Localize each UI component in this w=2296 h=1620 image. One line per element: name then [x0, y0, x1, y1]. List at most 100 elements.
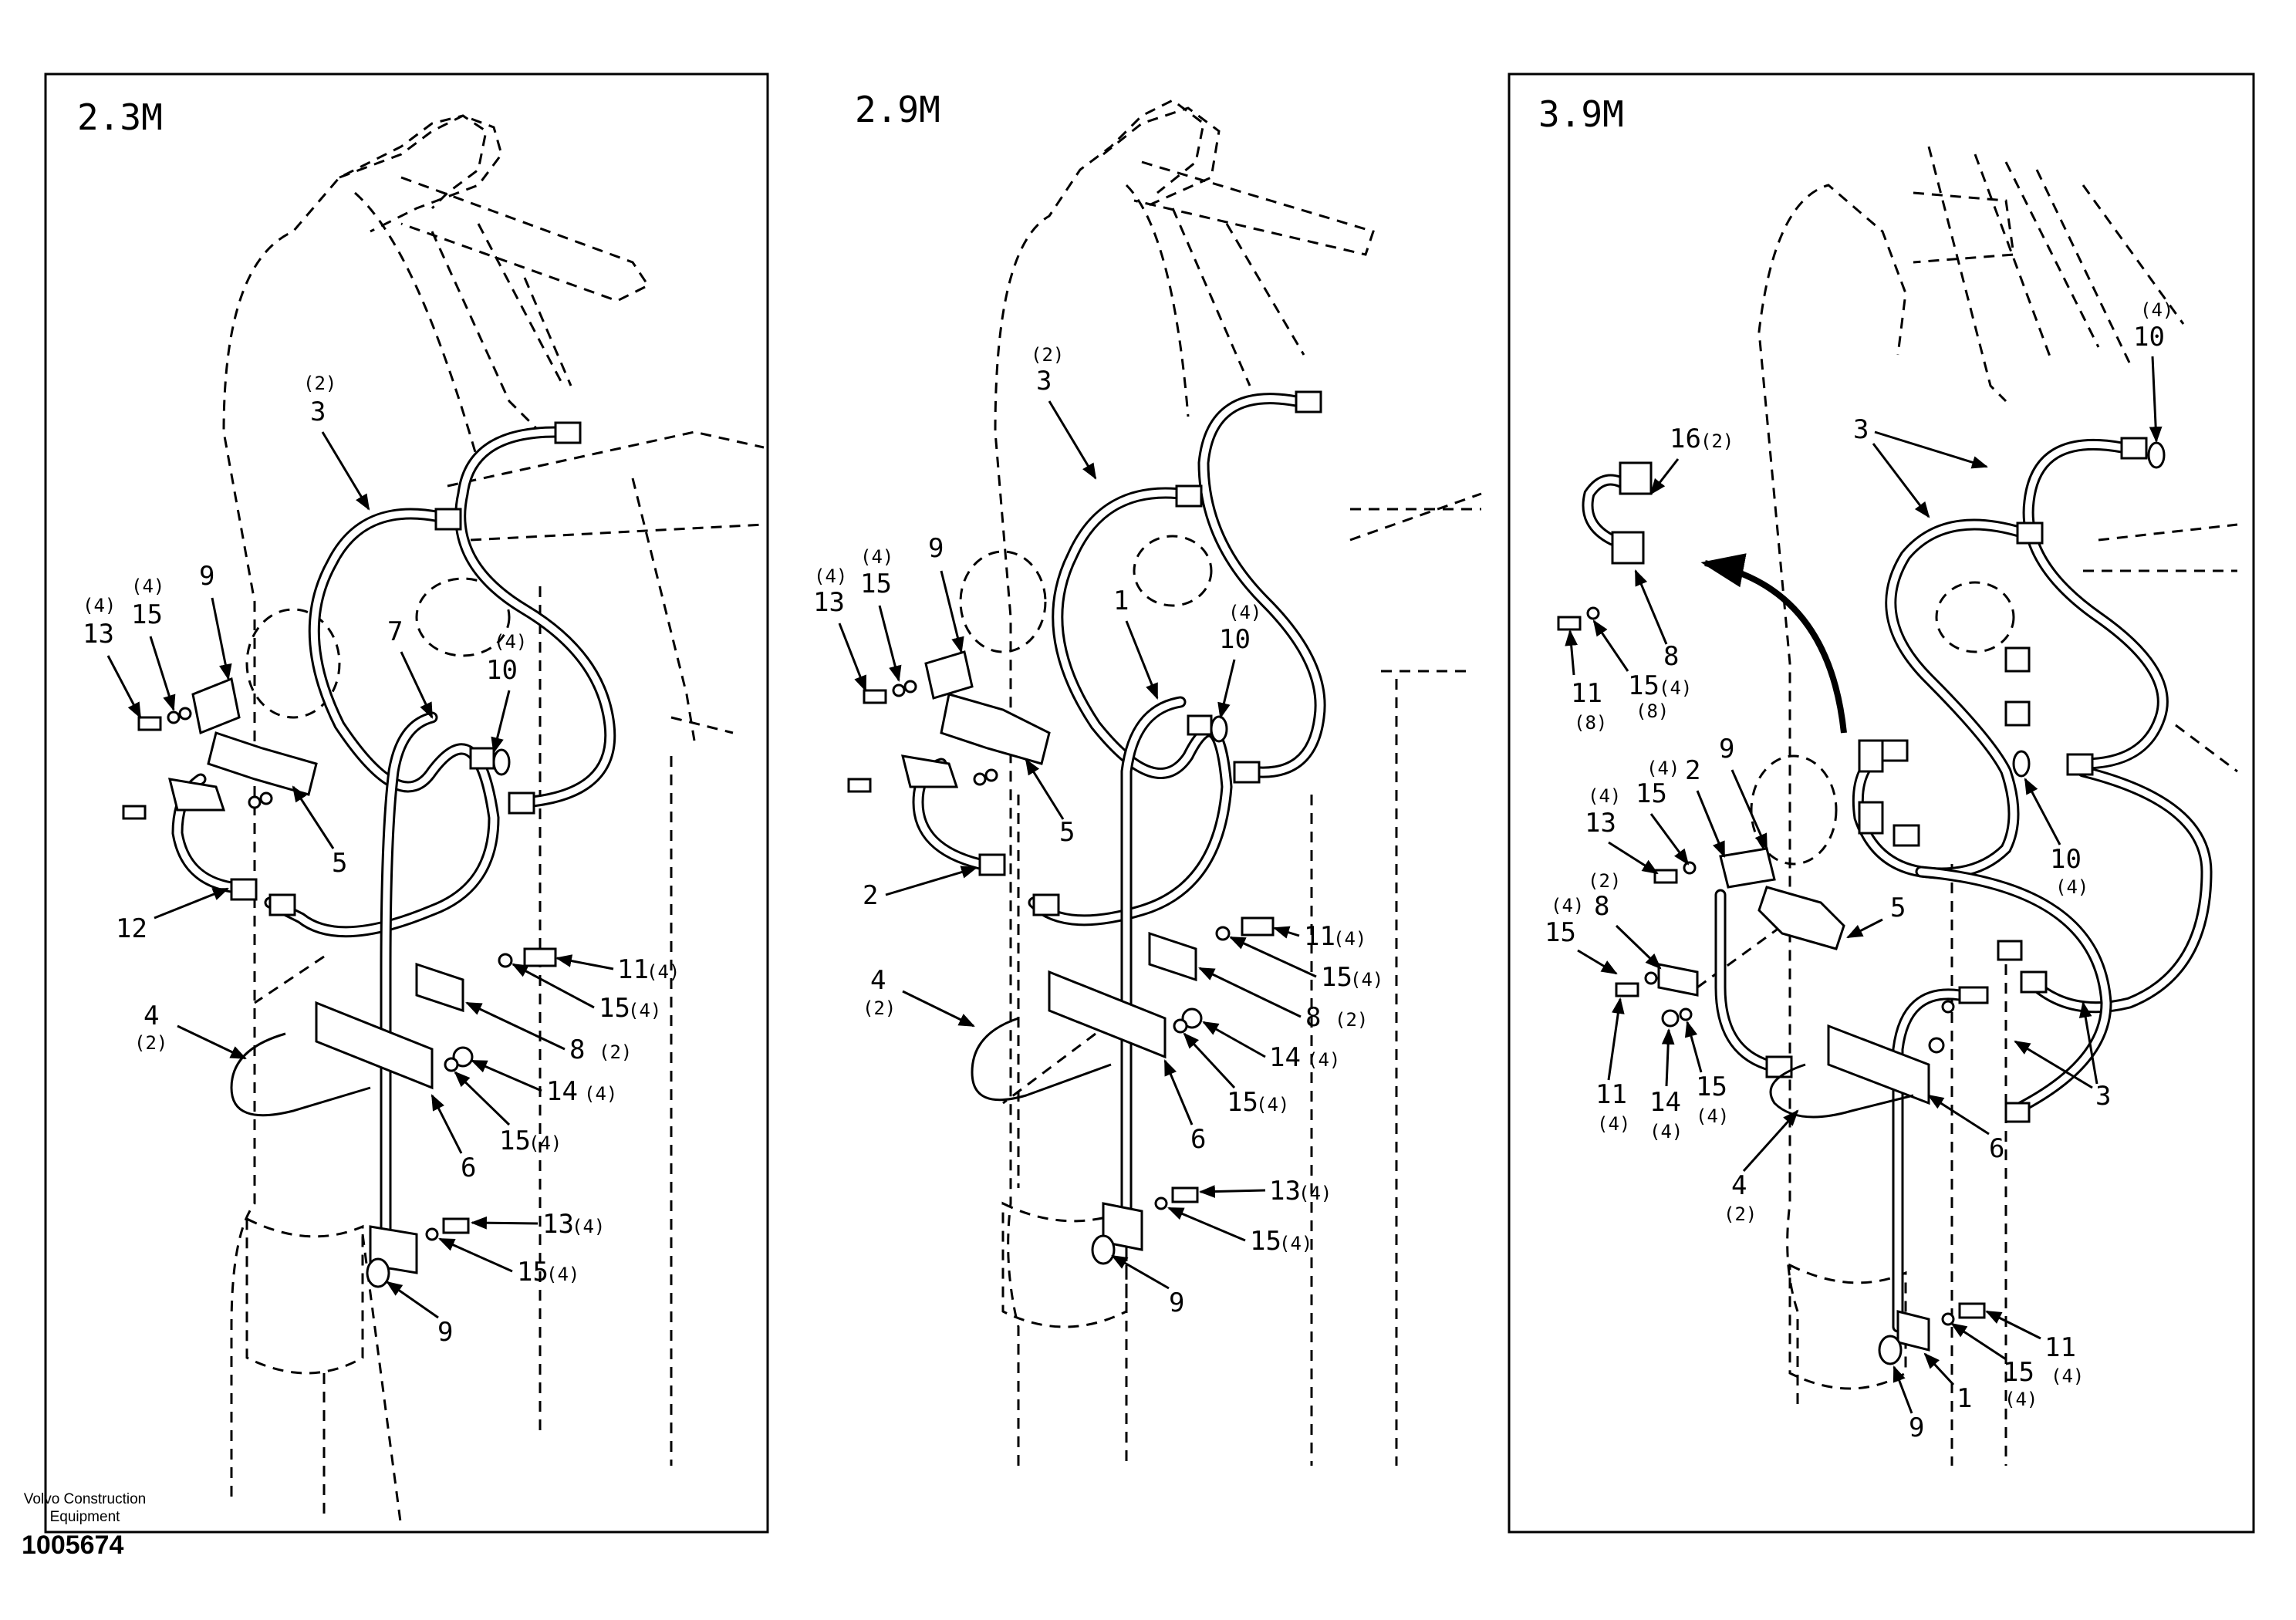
svg-text:(4): (4) — [1298, 1183, 1332, 1204]
brand-line-2: Equipment — [49, 1509, 120, 1525]
brand-line-1: Volvo Construction — [23, 1491, 147, 1507]
panel-title-3.9m: 3.9M — [1538, 93, 1624, 135]
callout-15d: 15 (4) — [1167, 1207, 1312, 1257]
svg-text:6: 6 — [1989, 1133, 2004, 1164]
svg-text:(4): (4) — [1279, 1233, 1312, 1254]
callout-3: (2) 3 — [303, 373, 370, 511]
callout-13b: 13 (4) — [1198, 1176, 1332, 1207]
svg-text:7: 7 — [387, 616, 403, 647]
callout-13: (4) 13 — [1585, 785, 1659, 875]
svg-text:8: 8 — [1305, 1002, 1321, 1033]
svg-text:5: 5 — [1059, 817, 1075, 848]
svg-text:13: 13 — [813, 587, 845, 618]
callout-2: 2 — [863, 866, 978, 911]
callout-15b: 15 (4) — [512, 963, 661, 1024]
svg-text:13: 13 — [542, 1209, 574, 1240]
callout-13: (4) 13 — [813, 565, 867, 692]
svg-text:15: 15 — [1696, 1072, 1727, 1102]
svg-text:(4): (4) — [1350, 969, 1383, 991]
callout-4: 4 (2) — [1724, 1109, 1799, 1225]
callout-1: 1 — [1923, 1352, 1972, 1414]
callout-15: 15 (4) — [1592, 619, 1692, 701]
svg-text:(4): (4) — [1696, 1105, 1729, 1127]
svg-text:1: 1 — [1957, 1383, 1972, 1414]
svg-text:(4): (4) — [1588, 785, 1621, 807]
callouts-3.9m: (4) 10 3 16 (2) 8 15 (4) 11 (8) — [1545, 299, 2173, 1443]
svg-text:15: 15 — [1636, 778, 1667, 809]
callout-8: 8 — [1634, 569, 1679, 672]
svg-text:14: 14 — [546, 1076, 578, 1107]
svg-text:(4): (4) — [628, 1000, 661, 1021]
svg-text:15: 15 — [1321, 962, 1352, 993]
panel-title-2.3m: 2.3M — [77, 96, 163, 138]
callout-9: 9 — [199, 561, 232, 681]
callout-14: 14 (4) — [1202, 1021, 1340, 1073]
callouts-2.3m: (2) 3 9 (4) 13 (4) 15 7 (4) 10 5 — [83, 373, 680, 1348]
callout-14: 14 (4) — [1649, 1028, 1683, 1142]
svg-text:11: 11 — [2044, 1332, 2076, 1363]
callout-13b: 13 (4) — [470, 1209, 605, 1240]
callout-11: 11 (4) — [555, 954, 680, 985]
svg-text:10: 10 — [1219, 624, 1251, 655]
callout-15e: 15 (4) — [1950, 1322, 2038, 1410]
svg-text:10: 10 — [2133, 322, 2165, 353]
svg-text:(2): (2) — [1588, 870, 1621, 892]
svg-text:10: 10 — [486, 655, 518, 686]
svg-text:9: 9 — [928, 533, 944, 564]
callout-10: (4) 10 — [2133, 299, 2173, 444]
svg-text:5: 5 — [332, 848, 347, 879]
svg-text:(2): (2) — [134, 1032, 167, 1054]
svg-text:11: 11 — [1304, 921, 1335, 952]
callout-3: 3 — [1853, 414, 1989, 518]
svg-text:(4): (4) — [584, 1083, 617, 1105]
svg-text:(4): (4) — [1307, 1049, 1340, 1071]
svg-text:3: 3 — [2095, 1081, 2111, 1112]
svg-text:(4): (4) — [1646, 758, 1680, 779]
svg-text:(8): (8) — [1574, 712, 1607, 734]
callout-13: (4) 13 — [83, 595, 142, 719]
svg-text:(4): (4) — [1659, 677, 1692, 699]
callout-4: 4 (2) — [134, 1001, 247, 1060]
callout-12: 12 — [116, 887, 229, 944]
svg-text:15: 15 — [1227, 1087, 1258, 1118]
svg-text:(4): (4) — [131, 575, 164, 597]
callout-3b: 3 — [2014, 1001, 2111, 1112]
callout-6: 6 — [1163, 1059, 1206, 1155]
svg-text:16: 16 — [1670, 424, 1701, 454]
svg-text:9: 9 — [199, 561, 214, 592]
svg-text:(4): (4) — [2140, 299, 2173, 321]
callout-15d: 15 (4) — [1684, 1020, 1729, 1127]
svg-text:(4): (4) — [860, 546, 893, 568]
callout-5: 5 — [292, 785, 347, 879]
svg-text:15: 15 — [517, 1257, 549, 1288]
svg-text:3: 3 — [1853, 414, 1869, 445]
svg-text:5: 5 — [1890, 893, 1906, 923]
panel-frame-3.9m — [1508, 73, 2255, 1534]
callout-11: 11 (4) — [1272, 921, 1366, 952]
callout-3: (2) 3 — [1031, 344, 1097, 480]
svg-text:2: 2 — [1685, 755, 1700, 786]
svg-text:9: 9 — [1909, 1412, 1924, 1443]
svg-text:12: 12 — [116, 913, 147, 944]
callout-6: 6 — [430, 1094, 476, 1183]
svg-text:(2): (2) — [1031, 344, 1064, 366]
document-number: 1005674 — [22, 1531, 124, 1560]
callout-4: 4 (2) — [863, 965, 975, 1028]
callout-15c: 15 (4) — [454, 1071, 562, 1156]
callout-9b: 9 — [1111, 1254, 1184, 1318]
callouts-2.9m: (2) 3 9 (4) 13 (4) 15 1 (4) 10 5 — [813, 344, 1383, 1318]
svg-text:14: 14 — [1269, 1042, 1301, 1073]
callout-15c: 15 (4) — [1183, 1032, 1289, 1118]
svg-text:15: 15 — [599, 993, 630, 1024]
svg-text:8: 8 — [1663, 641, 1679, 672]
callout-11c: 11 (4) — [1985, 1310, 2084, 1387]
svg-text:15: 15 — [860, 569, 892, 599]
svg-text:8: 8 — [1594, 891, 1609, 922]
callout-15d: 15 (4) — [438, 1237, 579, 1288]
callout-5: 5 — [1025, 758, 1075, 848]
svg-text:(4): (4) — [2051, 1365, 2084, 1387]
svg-text:(4): (4) — [1649, 1121, 1683, 1142]
callout-6: 6 — [1927, 1094, 2004, 1164]
svg-text:(2): (2) — [1700, 430, 1734, 452]
